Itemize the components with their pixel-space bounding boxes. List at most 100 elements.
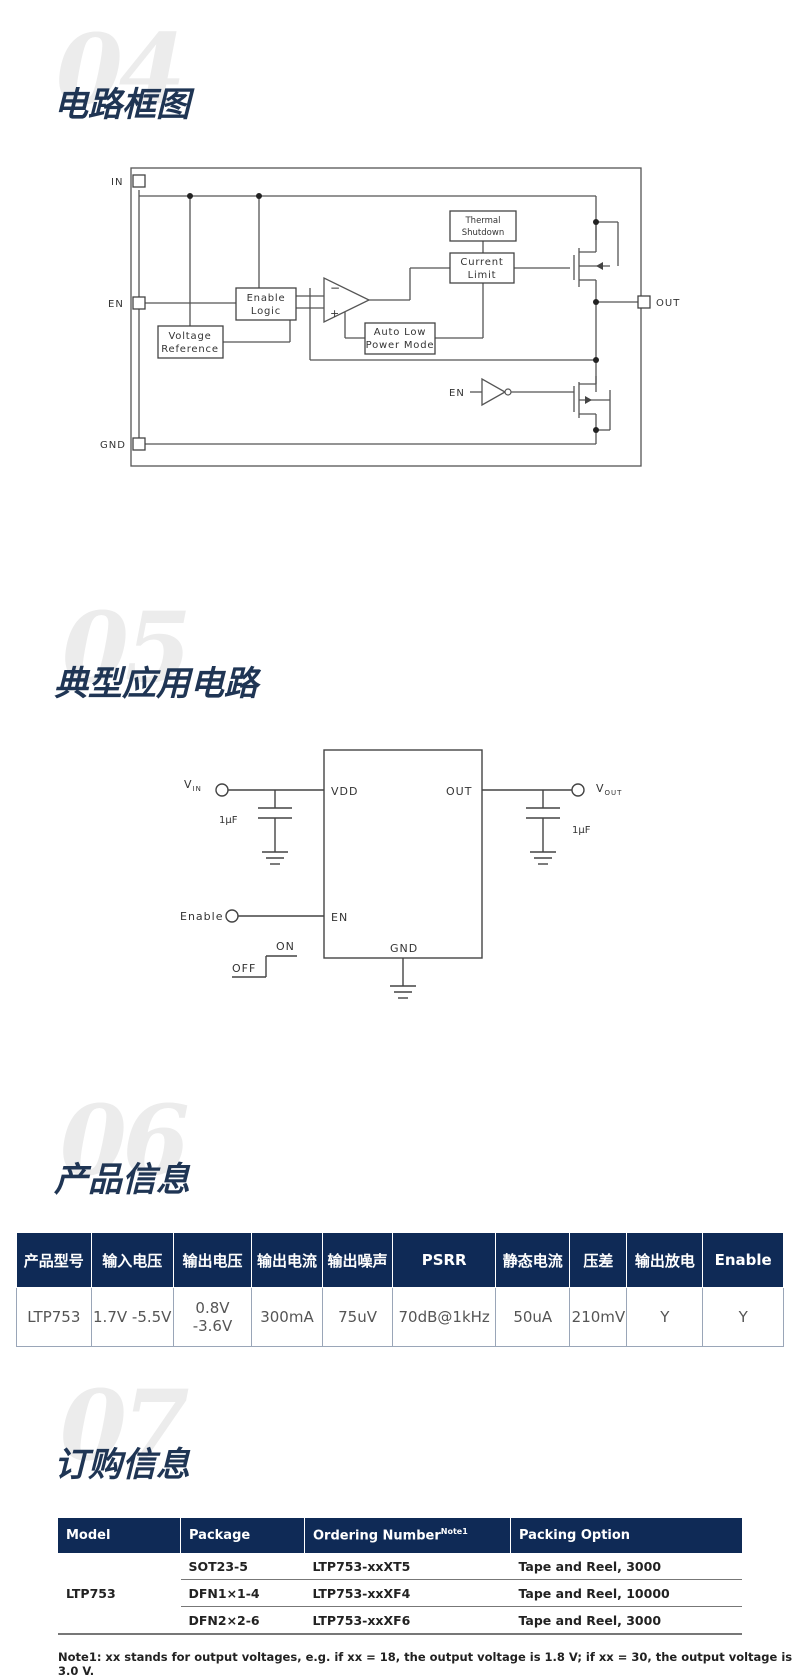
thermal-shutdown-label: Shutdown [462, 228, 504, 238]
table-row: DFN2×2-6 LTP753-xxXF6 Tape and Reel, 300… [58, 1606, 742, 1635]
svg-text:VOUT: VOUT [596, 782, 622, 797]
inverter-en-label: EN [449, 388, 465, 399]
pin-en-label: EN [108, 299, 124, 310]
table-cell: Y [702, 1287, 784, 1347]
enable-label: Enable [180, 910, 223, 923]
cap-in-label: 1μF [219, 815, 238, 826]
vout-terminal [571, 783, 585, 797]
pin-in [132, 174, 146, 188]
table-row: DFN1×1-4 LTP753-xxXF4 Tape and Reel, 100… [58, 1579, 742, 1607]
current-limit-label: Current [460, 257, 503, 268]
table-cell: Tape and Reel, 3000 [510, 1553, 742, 1580]
ordering-info-table: Model Package Ordering NumberNote1 Packi… [58, 1518, 742, 1635]
pin-en-label: EN [331, 911, 348, 924]
table-cell: 210mV [569, 1287, 628, 1347]
table-cell: LTP753-xxXT5 [304, 1553, 511, 1580]
auto-low-power-block [364, 322, 436, 355]
pin-gnd [132, 437, 146, 451]
section-number-05: 05 [62, 591, 192, 704]
table-cell: DFN1×1-4 [180, 1579, 305, 1607]
pin-out-label: OUT [446, 785, 472, 798]
table-header-cell: Enable [702, 1232, 784, 1288]
pin-in-label: IN [111, 177, 123, 188]
vin-terminal [215, 783, 229, 797]
section-title-product-info: 产品信息 [54, 1160, 190, 1200]
voltage-reference-label: Voltage [168, 331, 211, 342]
table-cell: LTP753-xxXF4 [304, 1579, 511, 1607]
table-header-row: Model Package Ordering NumberNote1 Packi… [58, 1518, 742, 1553]
table-cell: 70dB@1kHz [392, 1287, 497, 1347]
block-diagram: − + EN IN EN GND OUT Enable Logic Voltag… [100, 167, 680, 467]
table-header-cell: 输出电流 [251, 1232, 323, 1288]
table-header-cell: 输入电压 [90, 1232, 174, 1288]
model-cell: LTP753 [58, 1553, 181, 1635]
voltage-reference-block [157, 325, 224, 359]
ic-body [323, 749, 483, 959]
pin-gnd-label: GND [390, 942, 418, 955]
table-cell: 300mA [251, 1287, 323, 1347]
table-header-row: 产品型号 输入电压 输出电压 输出电流 输出噪声 PSRR 静态电流 压差 输出… [16, 1232, 784, 1288]
table-header-cell: 压差 [569, 1232, 628, 1288]
section-title-ordering-info: 订购信息 [54, 1445, 190, 1485]
vout-sub: OUT [605, 789, 623, 797]
current-limit-label: Limit [468, 270, 497, 281]
cap-out-label: 1μF [572, 825, 591, 836]
table-cell: LTP753 [16, 1287, 92, 1347]
auto-low-power-label: Auto Low [374, 327, 427, 338]
pin-gnd-label: GND [100, 440, 126, 451]
product-info-table: 产品型号 输入电压 输出电压 输出电流 输出噪声 PSRR 静态电流 压差 输出… [16, 1232, 784, 1347]
table-cell: Tape and Reel, 10000 [510, 1579, 742, 1607]
thermal-shutdown-block [449, 210, 517, 242]
pin-out-label: OUT [656, 298, 680, 309]
voltage-reference-label: Reference [161, 344, 219, 355]
table-cell: Tape and Reel, 3000 [510, 1606, 742, 1635]
table-cell: Y [626, 1287, 704, 1347]
note-superscript: Note1 [440, 1527, 468, 1537]
table-cell: LTP753-xxXF6 [304, 1606, 511, 1635]
table-header-cell: 输出电压 [172, 1232, 253, 1288]
vin-label: V [184, 778, 193, 791]
opamp-minus: − [330, 281, 340, 295]
table-header-cell: Ordering NumberNote1 [304, 1518, 511, 1553]
section-number-06: 06 [60, 1084, 190, 1197]
table-header-cell: 输出噪声 [321, 1232, 394, 1288]
enable-logic-block [235, 287, 297, 321]
section-number-07: 07 [60, 1369, 190, 1482]
enable-logic-label: Enable [247, 293, 286, 304]
table-header-cell: 输出放电 [626, 1232, 704, 1288]
vout-label: V [596, 782, 605, 795]
auto-low-power-label: Power Mode [366, 340, 435, 351]
opamp-plus: + [330, 307, 339, 320]
application-circuit: VIN VOUT 1μF 1μF VDD OUT EN GND Enable O… [180, 749, 622, 999]
table-cell: 0.8V -3.6V [172, 1287, 253, 1347]
off-label: OFF [232, 962, 256, 975]
table-cell: DFN2×2-6 [180, 1606, 305, 1635]
inverter [481, 377, 507, 407]
table-row: LTP753 SOT23-5 LTP753-xxXT5 Tape and Ree… [58, 1553, 742, 1635]
thermal-shutdown-label: Thermal [464, 216, 500, 226]
pin-vdd-label: VDD [331, 785, 358, 798]
pin-out [637, 295, 651, 309]
ordering-number-header: Ordering Number [313, 1528, 441, 1544]
op-amp [323, 276, 371, 324]
section-number-04: 04 [56, 13, 186, 126]
pin-en [132, 296, 146, 310]
table-cell: SOT23-5 [180, 1553, 305, 1580]
table-header-cell: 产品型号 [16, 1232, 92, 1288]
table-cell: 50uA [495, 1287, 571, 1347]
enable-terminal [225, 909, 239, 923]
current-limit-block [449, 252, 515, 284]
section-title-block-diagram: 电路框图 [54, 85, 190, 125]
table-row: LTP753 1.7V -5.5V 0.8V -3.6V 300mA 75uV … [16, 1287, 784, 1347]
vin-sub: IN [193, 785, 202, 793]
table-header-cell: PSRR [392, 1232, 497, 1288]
table-cell: 1.7V -5.5V [90, 1287, 174, 1347]
table-header-cell: 静态电流 [495, 1232, 571, 1288]
table-cell: 75uV [321, 1287, 394, 1347]
table-header-cell: Package [180, 1518, 305, 1553]
table-header-cell: Packing Option [510, 1518, 742, 1553]
on-label: ON [276, 940, 295, 953]
section-title-application-circuit: 典型应用电路 [54, 664, 258, 704]
enable-logic-label: Logic [251, 306, 281, 317]
svg-text:VIN: VIN [184, 778, 202, 793]
